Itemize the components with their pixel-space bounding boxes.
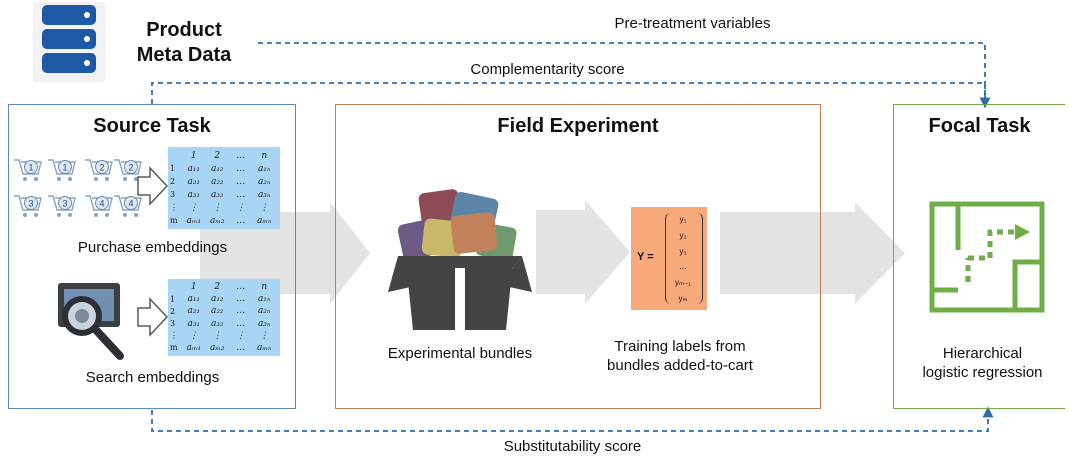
purchase-embeddings-caption: Purchase embeddings [77, 239, 228, 256]
field-experiment-box: Field Experiment [335, 104, 821, 409]
cart-icons: 1 1 2 2 3 3 4 4 [14, 159, 142, 217]
cart-number: 1 [28, 163, 33, 173]
shopping-cart-icon: 3 [48, 195, 76, 217]
title-line-1: Product [146, 19, 222, 41]
hollow-arrow-icon [137, 166, 169, 206]
matrix-row-labels: 1 2 3 ⋮ m [170, 294, 178, 353]
shopping-cart-icon: 2 [114, 159, 142, 181]
shopping-cart-icon: 4 [114, 195, 142, 217]
complementarity-arrow [151, 82, 986, 104]
pretreatment-arrow [258, 42, 991, 109]
cart-number: 2 [99, 163, 104, 173]
focal-task-title: Focal Task [928, 115, 1031, 137]
shopping-cart-icon: 4 [85, 195, 113, 217]
y-symbol: Y = [637, 251, 654, 263]
field-experiment-title: Field Experiment [497, 115, 659, 137]
bundle-box-icon [383, 186, 536, 336]
pretreatment-label: Pre-treatment variables [614, 15, 771, 32]
focal-caption-line-1: Hierarchical [942, 345, 1023, 362]
focal-caption-line-2: logistic regression [922, 364, 1043, 381]
experimental-bundles-caption: Experimental bundles [387, 345, 533, 362]
cart-number: 2 [128, 163, 133, 173]
product-meta-title: Product Meta Data [124, 18, 244, 68]
search-icon [58, 283, 124, 360]
matrix-row-labels: 1 2 3 ⋮ m [170, 164, 178, 225]
shopping-cart-icon: 1 [48, 159, 76, 181]
substitutability-label: Substitutability score [503, 438, 642, 455]
flow-arrow-2 [530, 200, 630, 304]
maze-icon [929, 201, 1045, 313]
source-task-title: Source Task [93, 115, 211, 137]
focal-task-box: Focal Task [893, 104, 1065, 409]
training-labels-line-1: Training labels from [614, 338, 746, 355]
flow-arrow-3 [720, 202, 905, 304]
focal-task-caption: Hierarchical logistic regression [900, 344, 1065, 382]
search-embeddings-caption: Search embeddings [85, 369, 220, 386]
substitutability-arrow [151, 406, 994, 432]
source-task-box: Source Task [8, 104, 296, 409]
cart-number: 4 [99, 199, 104, 209]
training-labels-line-2: bundles added-to-cart [607, 357, 753, 374]
training-labels-vector: Y = y₁ y₂ y₃ … yₘ₋₁ yₘ [631, 207, 707, 310]
y-vector-bracket [665, 213, 703, 304]
cart-number: 3 [28, 199, 33, 209]
cart-number: 3 [62, 199, 67, 209]
shopping-cart-icon: 2 [85, 159, 113, 181]
cart-number: 4 [128, 199, 133, 209]
shopping-cart-icon: 1 [14, 159, 42, 181]
shopping-cart-icon: 3 [14, 195, 42, 217]
database-icon [33, 2, 105, 82]
training-labels-caption: Training labels from bundles added-to-ca… [580, 337, 780, 375]
hollow-arrow-icon [137, 297, 169, 337]
cart-number: 1 [62, 163, 67, 173]
title-line-2: Meta Data [136, 44, 232, 66]
y-vector-entries: y₁ y₂ y₃ … yₘ₋₁ yₘ [675, 215, 691, 303]
complementarity-label: Complementarity score [470, 61, 625, 78]
